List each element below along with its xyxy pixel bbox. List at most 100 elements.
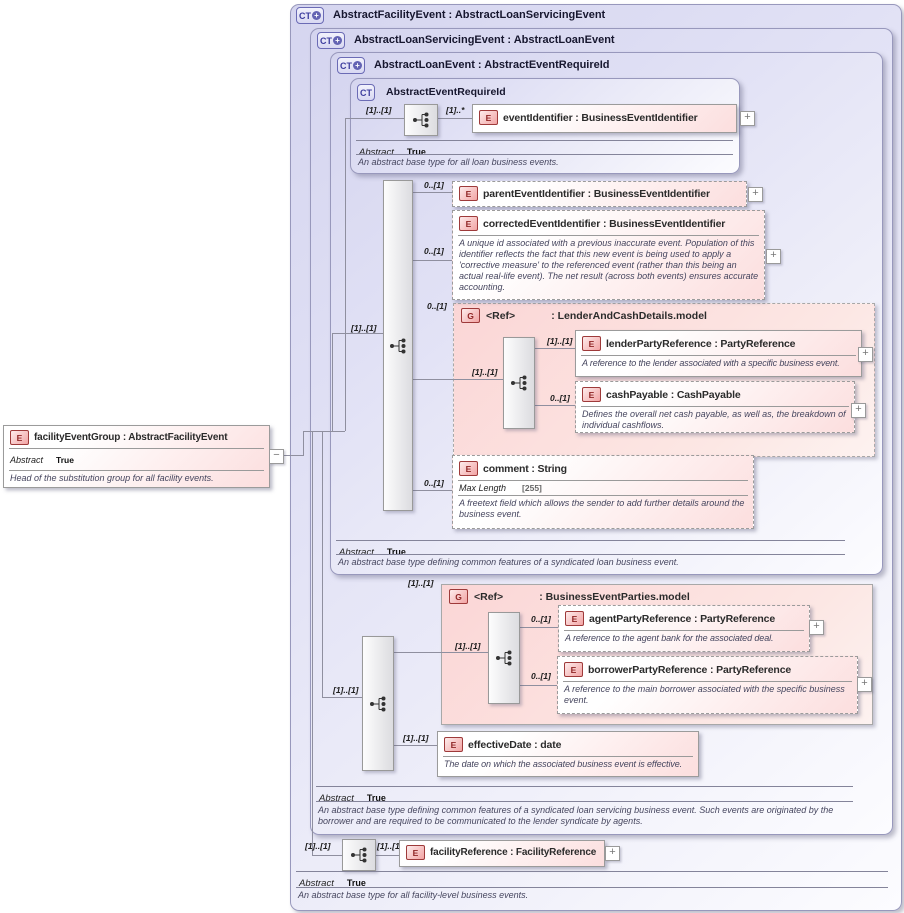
element-annotation: A unique id associated with a previous i… [459,238,759,292]
ct-title-abstract-facility-event: AbstractFacilityEvent : AbstractLoanServ… [333,9,606,21]
cardinality-label: [1]..[1] [472,367,498,377]
element-label: cashPayable : CashPayable [606,388,741,401]
expand-icon[interactable]: + [766,249,781,264]
element-annotation: Defines the overall net cash payable, as… [582,409,846,430]
connector-line [411,192,452,193]
divider [336,540,845,541]
abstract-label: Abstract [339,547,374,558]
element-label: lenderPartyReference : PartyReference [606,337,796,350]
divider [296,887,888,888]
expand-icon[interactable]: + [740,111,755,126]
connector-line [303,431,304,456]
abstract-label: Abstract [299,878,334,889]
connector-line [518,627,558,628]
connector-line [303,431,345,432]
collapse-icon[interactable]: − [269,449,284,464]
abstract-value: True [406,147,426,157]
expand-icon[interactable]: + [851,403,866,418]
ct-letter: CT [340,60,352,71]
ct-letter: CT [360,87,372,98]
divider [563,681,852,682]
facet-label: Max Length [459,483,507,493]
cardinality-label: [1]..[1] [351,323,377,333]
cardinality-label: 0..[1] [424,246,444,256]
complex-type-derived-icon: CT+ [317,32,345,49]
cardinality-label: 0..[1] [531,671,551,681]
element-icon: E [479,110,498,125]
element-label: correctedEventIdentifier : BusinessEvent… [483,217,726,230]
ct-title-abstract-loan-servicing-event: AbstractLoanServicingEvent : AbstractLoa… [354,34,615,46]
element-icon: E [444,737,463,752]
element-label: effectiveDate : date [468,738,562,751]
abstract-row: Abstract True [299,873,366,891]
element-label: agentPartyReference : PartyReference [589,612,776,625]
divider [564,630,804,631]
divider [458,480,748,481]
group-header-lender-and-cash: G <Ref> : LenderAndCashDetails.model [461,308,707,323]
cardinality-label: 0..[1] [427,301,447,311]
sequence-bar-parties-group[interactable] [488,612,520,704]
group-header-business-event-parties: G <Ref> : BusinessEventParties.model [449,589,690,604]
facet-value: [255] [522,483,542,493]
expand-icon[interactable]: + [605,846,620,861]
abstract-value: True [346,878,366,888]
ct-annotation: An abstract base type defining common fe… [318,805,834,826]
element-icon: E [564,662,583,677]
element-label: parentEventIdentifier : BusinessEventIde… [483,187,710,200]
expand-icon[interactable]: + [809,620,824,635]
connector-line [374,855,399,856]
ct-annotation: An abstract base type for all facility-l… [298,890,529,900]
connector-line [322,697,362,698]
connector-line [533,348,575,349]
expand-icon[interactable]: + [748,187,763,202]
cardinality-label: 0..[1] [424,180,444,190]
connector-line [312,431,313,855]
cardinality-label: [1]..[1] [377,841,403,851]
divider [296,871,888,872]
sequence-icon[interactable] [404,104,438,136]
connector-line [518,685,557,686]
derivation-plus-icon: + [312,11,321,20]
cardinality-label: [1]..[1] [547,336,573,346]
element-annotation: A reference to the lender associated wit… [582,358,840,368]
complex-type-derived-icon: CT+ [337,57,365,74]
sequence-bar-servicing-event[interactable] [362,636,394,771]
sequence-icon-facility[interactable] [342,839,376,871]
sequence-bar-loan-event[interactable] [383,180,413,511]
abstract-value: True [366,793,386,803]
divider [316,801,853,802]
derivation-plus-icon: + [333,36,342,45]
divider [356,154,733,155]
cardinality-label: [1]..* [446,105,465,115]
element-icon: E [459,186,478,201]
divider [458,495,748,496]
connector-line [392,652,488,653]
sequence-bar-lender-group[interactable] [503,337,535,429]
abstract-row: Abstract True [319,788,386,806]
connector-line [332,333,333,431]
element-icon: E [565,611,584,626]
expand-icon[interactable]: + [857,677,872,692]
group-type-label: : BusinessEventParties.model [539,590,690,603]
abstract-label: Abstract [319,793,354,804]
element-annotation: The date on which the associated busines… [444,759,683,769]
cardinality-label: 0..[1] [550,393,570,403]
divider [316,786,853,787]
element-annotation: A reference to the main borrower associa… [564,684,845,705]
expand-icon[interactable]: + [858,347,873,362]
cardinality-label: [1]..[1] [366,105,392,115]
abstract-value: True [56,455,74,465]
